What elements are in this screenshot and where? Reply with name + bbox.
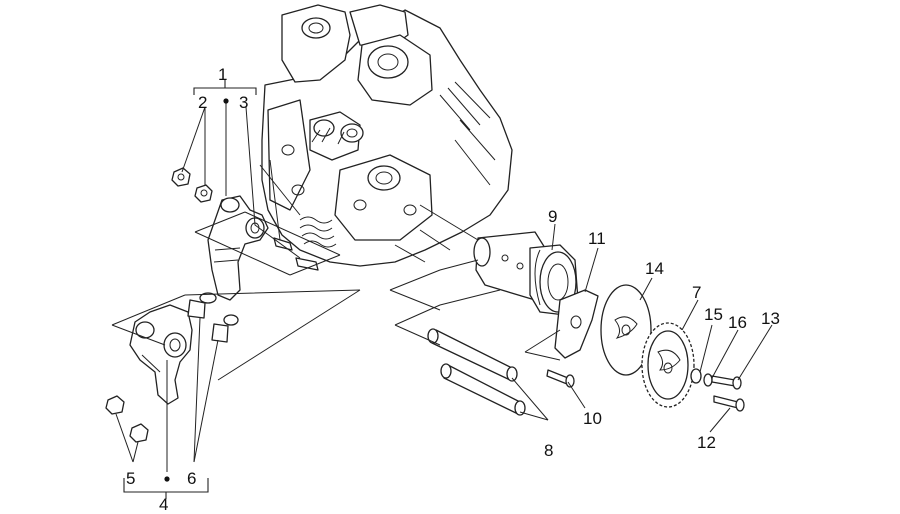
camshaft	[473, 231, 579, 316]
callout-7: 7	[692, 283, 701, 302]
pins-part-8	[427, 328, 526, 416]
callout-2: 2	[198, 93, 207, 112]
callout-16: 16	[728, 313, 747, 332]
bolts-part-6	[187, 292, 239, 343]
bolt-part-12	[713, 395, 745, 412]
callout-labels: 1 2 3 4 5 6 7 8 9 10 11 12 13 14 15 16	[126, 65, 780, 514]
washer-part-16	[703, 373, 713, 387]
group-dot-1	[223, 98, 229, 104]
callout-8: 8	[544, 441, 553, 460]
bolt-part-13	[711, 375, 742, 390]
leader-lines	[115, 103, 773, 472]
pins-near-head	[273, 237, 319, 271]
bolt-part-10	[546, 369, 575, 388]
sprocket	[641, 322, 695, 408]
callout-3: 3	[239, 93, 248, 112]
group-bracket-4	[123, 478, 209, 499]
nuts-part-5	[105, 395, 149, 443]
rocker-arm-lower	[129, 304, 193, 405]
callout-11: 11	[588, 229, 606, 248]
callout-1: 1	[218, 65, 227, 84]
cylinder-head	[261, 4, 513, 267]
callout-14: 14	[645, 259, 664, 278]
callout-12: 12	[697, 433, 716, 452]
rocker-arm-upper	[207, 195, 269, 301]
group-bracket-1	[193, 80, 257, 95]
assembly-lines	[111, 159, 561, 381]
callout-10: 10	[583, 409, 602, 428]
callout-6: 6	[187, 469, 196, 488]
callout-13: 13	[761, 309, 780, 328]
nuts-part-2	[171, 167, 213, 203]
callout-9: 9	[548, 207, 557, 226]
callout-5: 5	[126, 469, 135, 488]
disc-part-14	[600, 284, 652, 376]
group-dot-4	[164, 476, 170, 482]
callout-4: 4	[159, 495, 168, 514]
washer-part-15	[690, 368, 702, 384]
callout-15: 15	[704, 305, 723, 324]
decompressor-plate	[554, 289, 599, 359]
